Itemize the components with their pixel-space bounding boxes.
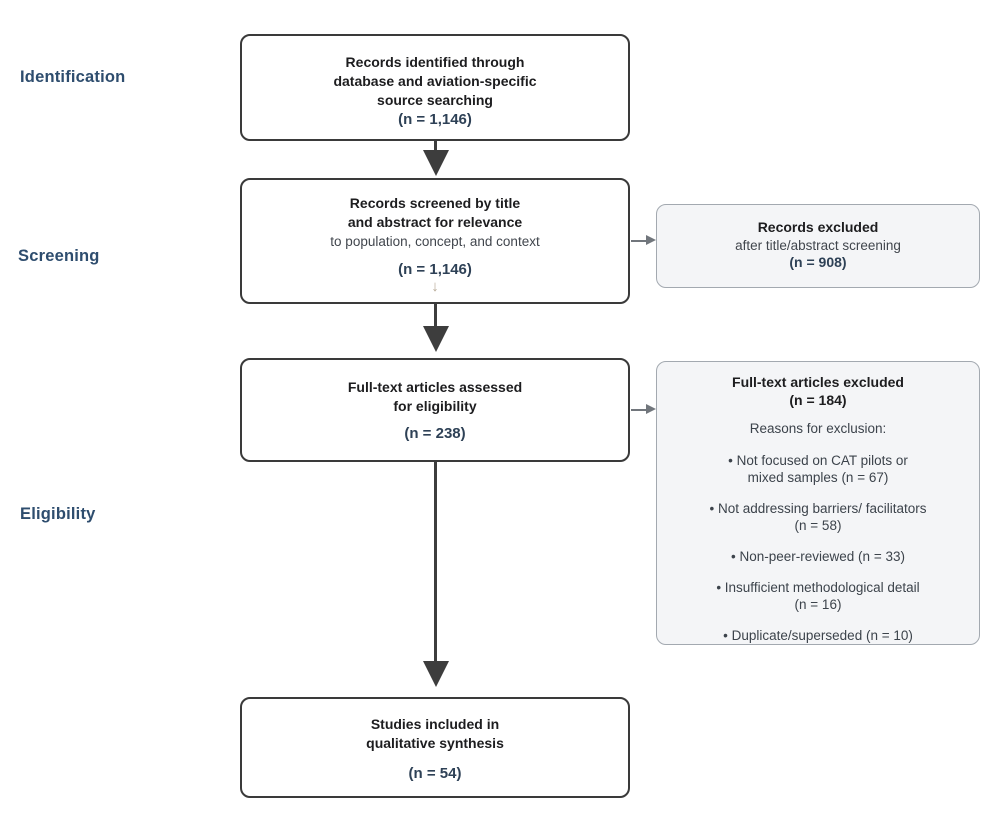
exclusion-reason: • Insufficient methodological detail (n … xyxy=(716,579,920,612)
box-count: (n = 238) xyxy=(404,425,466,442)
box-count: (n = 1,146) xyxy=(398,261,472,278)
connector-line xyxy=(631,409,647,411)
arrow-shaft xyxy=(434,462,437,664)
side-box-records-excluded: Records excluded after title/abstract sc… xyxy=(656,204,980,288)
exclusion-reason: • Non-peer-reviewed (n = 33) xyxy=(731,548,905,564)
box-text-line: for eligibility xyxy=(393,398,477,414)
box-count: (n = 54) xyxy=(408,765,462,782)
side-box-count: (n = 908) xyxy=(789,254,847,270)
arrow-shaft xyxy=(434,141,437,153)
stage-label-eligibility: Eligibility xyxy=(20,505,96,523)
arrow-right-icon xyxy=(646,404,656,414)
flow-box-fulltext-assessed: Full-text articles assessed for eligibil… xyxy=(240,358,630,462)
exclusion-reason: • Not addressing barriers/ facilitators … xyxy=(709,500,927,533)
side-box-subtitle: after title/abstract screening xyxy=(735,237,901,253)
box-count: (n = 1,146) xyxy=(398,111,472,128)
box-text-line: to population, concept, and context xyxy=(330,234,540,249)
reasons-label: Reasons for exclusion: xyxy=(749,421,887,436)
box-text-line: Records screened by title xyxy=(349,195,521,211)
box-text-line: Full-text articles assessed xyxy=(347,379,523,395)
box-text-line: source searching xyxy=(377,92,493,108)
stage-label-screening: Screening xyxy=(18,247,100,265)
arrow-down-icon xyxy=(423,150,449,176)
side-box-title: Full-text articles excluded xyxy=(732,374,904,390)
connector-line xyxy=(631,240,647,242)
flow-box-records-screened: Records screened by title and abstract f… xyxy=(240,178,630,304)
box-text-line: database and aviation-specific xyxy=(333,73,537,89)
exclusion-reason: • Not focused on CAT pilots or mixed sam… xyxy=(728,452,908,485)
arrow-down-icon xyxy=(423,326,449,352)
arrow-down-icon xyxy=(423,661,449,687)
box-text-line: and abstract for relevance xyxy=(347,214,523,230)
stage-label-identification: Identification xyxy=(20,68,126,86)
box-text-line: qualitative synthesis xyxy=(366,735,504,751)
exclusion-reason: • Duplicate/superseded (n = 10) xyxy=(723,627,913,643)
arrow-shaft xyxy=(434,304,437,328)
box-text-line: Studies included in xyxy=(370,716,500,732)
flow-box-studies-included: Studies included in qualitative synthesi… xyxy=(240,697,630,798)
flow-box-records-identified: Records identified through database and … xyxy=(240,34,630,141)
side-box-fulltext-excluded: Full-text articles excluded (n = 184) Re… xyxy=(656,361,980,645)
down-hint-icon: ↓ xyxy=(431,278,439,295)
side-box-title: Records excluded xyxy=(757,219,879,235)
box-text-line: Records identified through xyxy=(345,54,525,70)
side-box-count: (n = 184) xyxy=(789,391,847,408)
arrow-right-icon xyxy=(646,235,656,245)
